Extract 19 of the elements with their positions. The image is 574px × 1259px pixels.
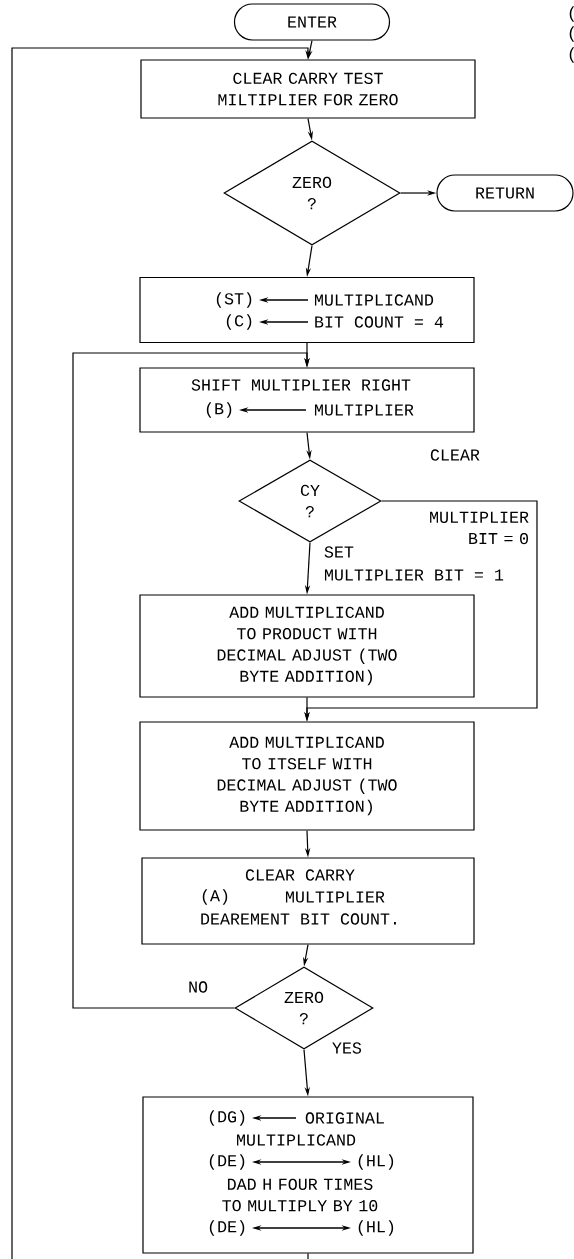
- arrow: [72, 352, 310, 1009]
- process-box: (ST) MULTIPLICAND (C) BIT COUNT = 4: [139, 276, 475, 344]
- branch-label: MULTIPLIER BIT = 0: [430, 511, 529, 545]
- process-box: CLEAR CARRY (A) MULTIPLIER DEAREMENT BIT COUNT.: [141, 857, 475, 945]
- process-box: ADD MULTIPLICAND TO PRODUCT WITH DECIMAL ADJUST (TWO BYTE ADDITION): [139, 594, 475, 698]
- process-box: CLEAR CARRY TEST MILTIPLIER FOR ZERO: [140, 59, 476, 119]
- terminal-box: RETURN: [436, 174, 574, 212]
- edge-label: NO: [186, 980, 210, 994]
- arrow: [11, 47, 311, 1259]
- terminal-box: ENTER: [233, 3, 391, 41]
- process-box: SHIFT MULTIPLIER RIGHT (B) MULTIPLIER: [139, 367, 475, 433]
- branch-label: (: [569, 26, 574, 42]
- branch-label: MULTIPLIER BIT = 1: [324, 569, 504, 581]
- branch-label: (: [569, 47, 574, 63]
- edge-label: SET: [322, 545, 356, 559]
- branch-label: (: [569, 6, 574, 22]
- edge-label: CLEAR: [428, 448, 482, 462]
- process-box: (DG) ORIGINAL MULTIPLICAND (DE) (HL) DAD H FOUR TIMES TO MULTIPLY BY 10 (DE) (HL): [142, 1096, 474, 1254]
- process-box: ADD MULTIPLICAND TO ITSELF WITH DECIMAL ADJUST (TWO BYTE ADDITION): [139, 721, 475, 831]
